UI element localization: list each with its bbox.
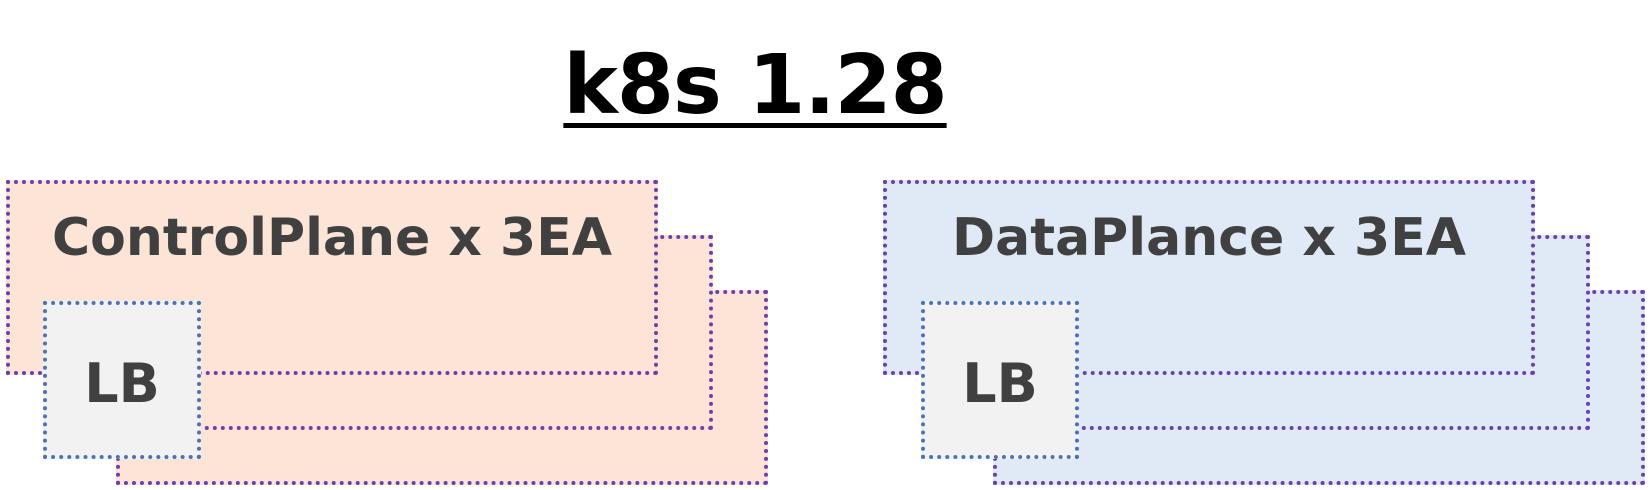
- control-plane-label: ControlPlane x 3EA: [52, 208, 612, 268]
- control-plane-lb: LB: [43, 301, 201, 459]
- diagram-title: k8s 1.28: [0, 36, 1510, 136]
- control-plane-lb-label: LB: [84, 352, 160, 415]
- data-plane-label: DataPlance x 3EA: [951, 208, 1467, 268]
- data-plane-lb-label: LB: [962, 352, 1038, 415]
- data-plane-lb: LB: [921, 301, 1079, 459]
- diagram-title-text: k8s 1.28: [563, 38, 947, 133]
- data-plane-node-1: DataPlance x 3EA: [883, 180, 1535, 375]
